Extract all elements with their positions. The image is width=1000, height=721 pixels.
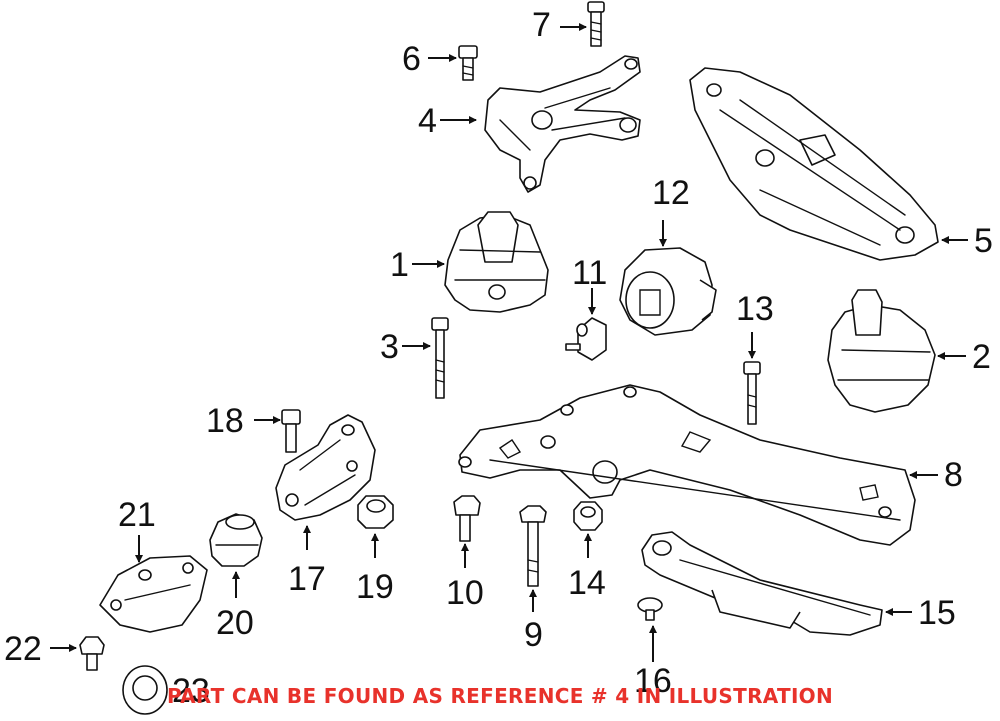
part-12-transmission-mount — [619, 247, 717, 336]
callout-2: 2 — [972, 338, 991, 376]
part-18-bolt — [281, 409, 301, 453]
callout-23: 23 — [172, 672, 210, 710]
part-2-engine-mount — [827, 289, 936, 413]
part-1-engine-mount — [444, 211, 549, 313]
callout-17: 17 — [288, 560, 326, 598]
callout-11: 11 — [572, 254, 608, 292]
callout-3: 3 — [380, 328, 399, 366]
callout-5: 5 — [974, 222, 993, 260]
callout-9: 9 — [524, 616, 543, 654]
part-11-rubber-bumper — [565, 317, 607, 361]
callout-6: 6 — [402, 40, 421, 78]
callout-15: 15 — [918, 594, 956, 632]
part-9-long-bolt — [519, 505, 547, 587]
part-23-bushing — [122, 665, 168, 715]
part-8-crossmember — [458, 384, 916, 546]
part-19-nut — [357, 495, 394, 529]
part-20-bushing — [209, 513, 263, 567]
callout-7: 7 — [532, 6, 551, 44]
callout-10: 10 — [446, 574, 484, 612]
callout-22: 22 — [4, 630, 42, 668]
part-4-engine-bracket — [484, 55, 641, 193]
part-3-long-bolt — [431, 317, 449, 399]
callout-12: 12 — [652, 174, 690, 212]
part-16-clip — [637, 597, 663, 621]
callout-18: 18 — [206, 402, 244, 440]
callout-4: 4 — [418, 102, 437, 140]
part-10-bolt — [453, 495, 481, 542]
part-22-bolt — [79, 636, 105, 671]
callout-21: 21 — [118, 496, 156, 534]
callout-20: 20 — [216, 604, 254, 642]
callout-8: 8 — [944, 456, 963, 494]
part-5-shield-plate — [689, 67, 939, 261]
reference-note: PART CAN BE FOUND AS REFERENCE # 4 IN IL… — [166, 684, 834, 708]
part-21-bracket — [99, 555, 208, 633]
callout-13: 13 — [736, 290, 774, 328]
part-17-bracket — [275, 414, 376, 521]
callout-16: 16 — [634, 662, 672, 700]
part-14-nut — [573, 501, 603, 531]
part-6-bolt — [458, 45, 478, 81]
callout-14: 14 — [568, 564, 606, 602]
part-15-strut-brace — [641, 531, 883, 636]
callout-1: 1 — [390, 246, 409, 284]
part-7-bolt — [587, 1, 605, 47]
callout-19: 19 — [356, 568, 394, 606]
part-13-bolt — [743, 361, 761, 425]
